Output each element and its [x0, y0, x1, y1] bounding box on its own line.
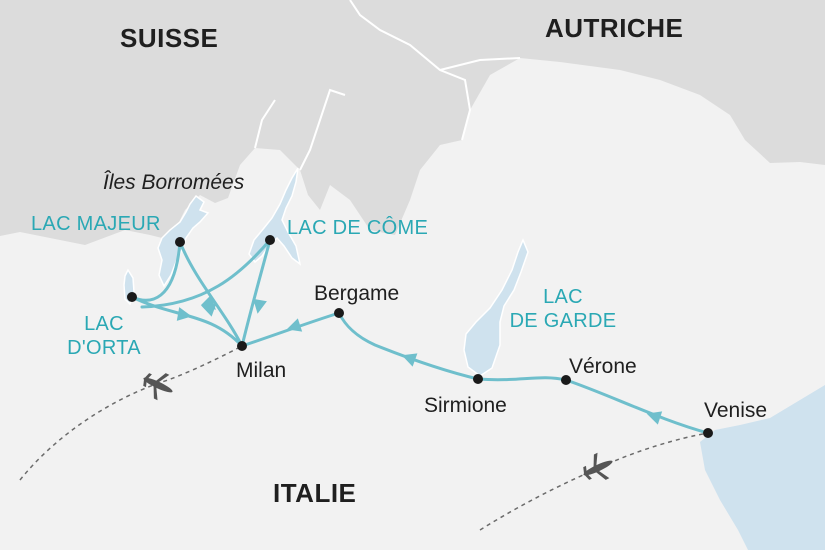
route-venice-verona [564, 378, 710, 435]
stop-sirmione [473, 374, 483, 384]
lake-label-garda: LAC DE GARDE [506, 285, 620, 333]
stop-venice [703, 428, 713, 438]
city-label-bergamo: Bergame [314, 282, 400, 305]
city-label-sirmione: Sirmione [424, 394, 507, 417]
route-stops [127, 235, 713, 438]
route-orta-milan [130, 295, 244, 348]
flight-path-east [479, 432, 709, 531]
stop-milan [237, 341, 247, 351]
lake-label-garda-line2: DE GARDE [509, 310, 617, 332]
islands-label: Îles Borromées [103, 171, 245, 194]
route-como-milan [240, 238, 272, 348]
arrow-to-orta [200, 303, 217, 317]
lake-label-orta-line1: LAC [84, 313, 124, 335]
route-como-orta [140, 238, 272, 309]
airplane-icon [583, 452, 613, 480]
stop-verona [561, 375, 571, 385]
flight-path-west [19, 345, 243, 481]
arrow-to-bergamo [401, 353, 418, 367]
stop-como [265, 235, 275, 245]
lake-label-orta: LAC D'ORTA [64, 312, 144, 360]
airplane-icon [143, 373, 173, 401]
tour-route [130, 238, 710, 435]
border-line [254, 88, 346, 171]
lake-label-garda-line1: LAC [543, 286, 583, 308]
stop-orta [127, 292, 137, 302]
arrow-to-milan-4 [286, 318, 303, 332]
arrow-to-verona [646, 411, 663, 425]
route-verona-sirmione [476, 376, 568, 382]
country-label-italy: ITALIE [273, 478, 357, 508]
city-label-venice: Venise [704, 399, 768, 422]
adriatic-sea [700, 385, 825, 550]
country-label-austria: AUTRICHE [545, 13, 684, 43]
stop-bergamo [334, 308, 344, 318]
city-label-milan: Milan [236, 359, 287, 382]
city-label-verona: Vérone [569, 355, 637, 378]
arrow-to-milan-1 [176, 307, 192, 321]
lake-label-maggiore: LAC MAJEUR [31, 213, 161, 235]
swiss-austrian-border [349, 0, 521, 141]
lake-label-orta-line2: D'ORTA [67, 337, 141, 359]
country-label-switzerland: SUISSE [120, 23, 219, 53]
stop-maggiore [175, 237, 185, 247]
northern-region [0, 0, 825, 245]
route-maggiore-milan [178, 240, 244, 348]
route-sirmione-bergamo [337, 311, 480, 381]
lake-garda [463, 238, 529, 377]
lake-label-como: LAC DE CÔME [287, 217, 429, 239]
arrow-to-milan-3 [253, 298, 267, 314]
route-arrows [176, 295, 663, 425]
